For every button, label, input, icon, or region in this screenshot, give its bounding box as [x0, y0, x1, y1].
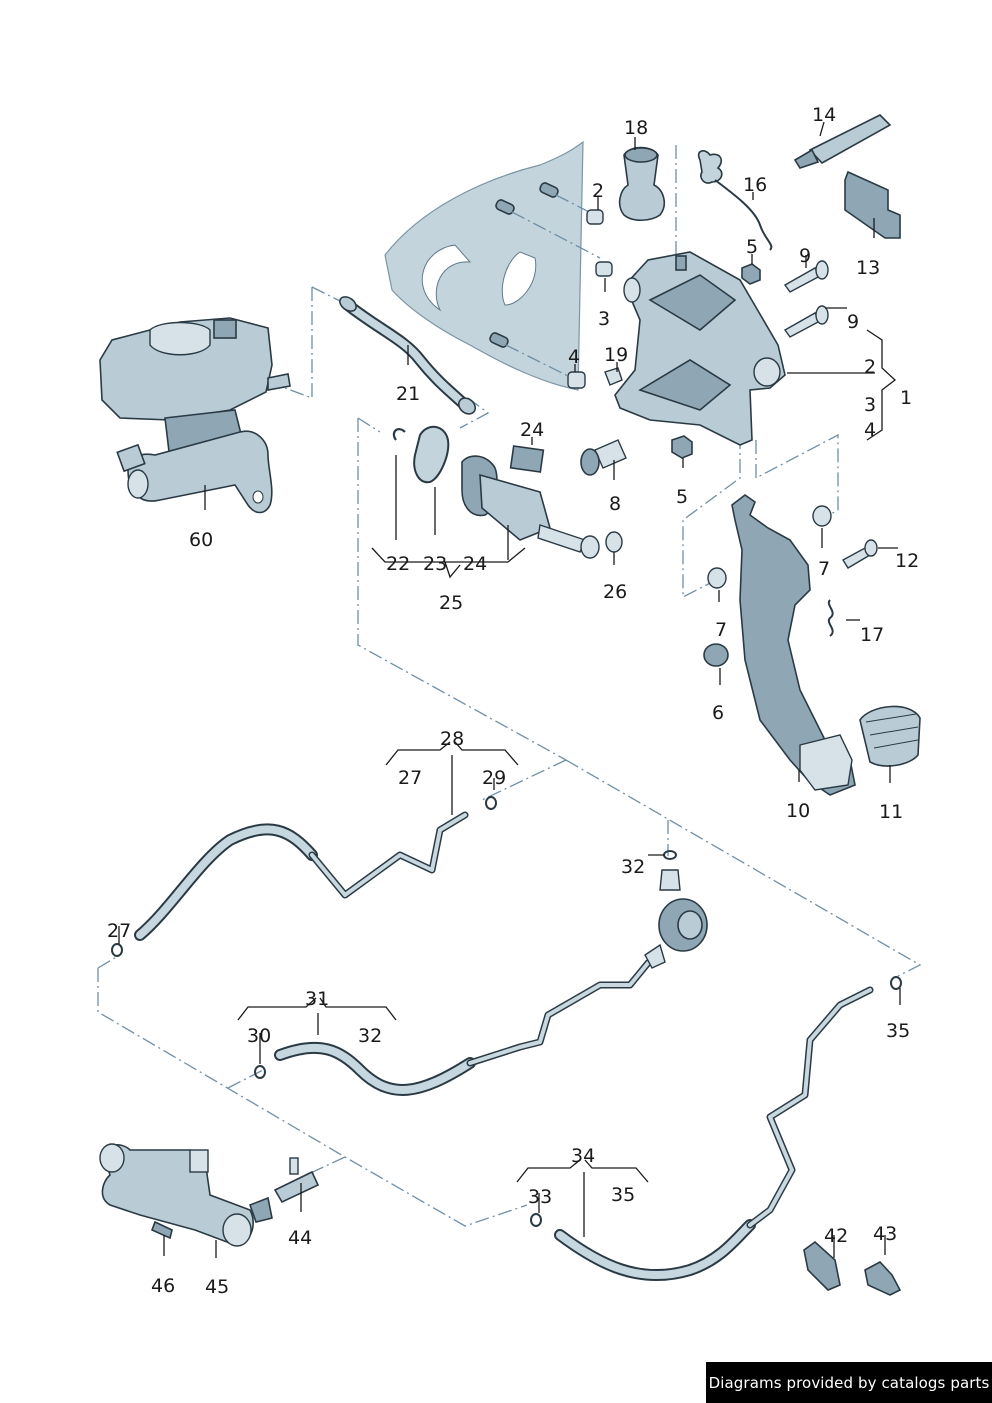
callout-11: 11 [879, 801, 903, 823]
group-member-3: 3 [864, 394, 876, 416]
master-cylinder-kit-part[interactable] [392, 425, 623, 559]
callout-labels: 18 14 16 13 2 3 4 19 5 5 9 9 8 24 22 23 … [107, 104, 919, 1298]
group-label-1: 1 [900, 387, 912, 409]
pedal-bracket-part[interactable] [614, 251, 786, 446]
diagram-credit-banner: Diagrams provided by catalogs parts [706, 1362, 992, 1403]
firewall-panel-illustration [384, 140, 601, 391]
reservoir-master-cylinder-part[interactable] [99, 317, 291, 514]
callout-24-body: 24 [463, 553, 487, 575]
callout-7-lower: 7 [715, 619, 727, 641]
callout-42: 42 [824, 1225, 848, 1247]
callout-19: 19 [604, 344, 628, 366]
callout-4-bushing: 4 [568, 346, 580, 368]
assembly-dash-lines [97, 145, 922, 1227]
callout-2-bushing: 2 [592, 180, 604, 202]
callout-30: 30 [247, 1025, 271, 1047]
group-member-4: 4 [864, 419, 876, 441]
callout-12: 12 [895, 550, 919, 572]
group-label-25: 25 [439, 592, 463, 614]
callout-23: 23 [423, 553, 447, 575]
callout-33: 33 [528, 1186, 552, 1208]
callout-21: 21 [396, 383, 420, 405]
callout-6: 6 [712, 702, 724, 724]
callout-24-switch: 24 [520, 419, 544, 441]
leader-lines [118, 121, 901, 1258]
pressure-line-middle-part[interactable] [254, 850, 708, 1096]
callout-13: 13 [856, 257, 880, 279]
group-label-28: 28 [440, 728, 464, 750]
callout-18: 18 [624, 117, 648, 139]
callout-17: 17 [860, 624, 884, 646]
group-label-31: 31 [305, 988, 329, 1010]
callout-22: 22 [386, 553, 410, 575]
callout-32-top: 32 [621, 856, 645, 878]
clutch-pedal-part[interactable] [703, 494, 921, 796]
group-member-32: 32 [358, 1025, 382, 1047]
callout-46: 46 [151, 1275, 175, 1297]
callout-35-end: 35 [886, 1020, 910, 1042]
callout-60: 60 [189, 529, 213, 551]
callout-3-bushing: 3 [598, 308, 610, 330]
callout-5-top: 5 [746, 236, 758, 258]
pressure-line-upper-part[interactable] [111, 796, 497, 957]
callout-10: 10 [786, 800, 810, 822]
callout-44: 44 [288, 1227, 312, 1249]
pressure-line-lower-part[interactable] [530, 976, 902, 1296]
flexible-hose-part[interactable] [337, 294, 478, 417]
group-member-2: 2 [864, 356, 876, 378]
callout-5-bottom: 5 [676, 486, 688, 508]
group-label-34: 34 [571, 1145, 595, 1167]
callout-43: 43 [873, 1223, 897, 1245]
callout-29: 29 [482, 767, 506, 789]
callout-8: 8 [609, 493, 621, 515]
callout-45: 45 [205, 1276, 229, 1298]
callout-16: 16 [743, 174, 767, 196]
callout-14: 14 [812, 104, 836, 126]
callout-7-upper: 7 [818, 558, 830, 580]
bracket-small-parts[interactable] [567, 114, 901, 476]
callout-27-left: 27 [107, 920, 131, 942]
slave-cylinder-part[interactable] [99, 1143, 320, 1247]
callout-9-upper: 9 [799, 245, 811, 267]
group-member-27: 27 [398, 767, 422, 789]
callout-9-lower: 9 [847, 311, 859, 333]
callout-26: 26 [603, 581, 627, 603]
group-member-35: 35 [611, 1184, 635, 1206]
